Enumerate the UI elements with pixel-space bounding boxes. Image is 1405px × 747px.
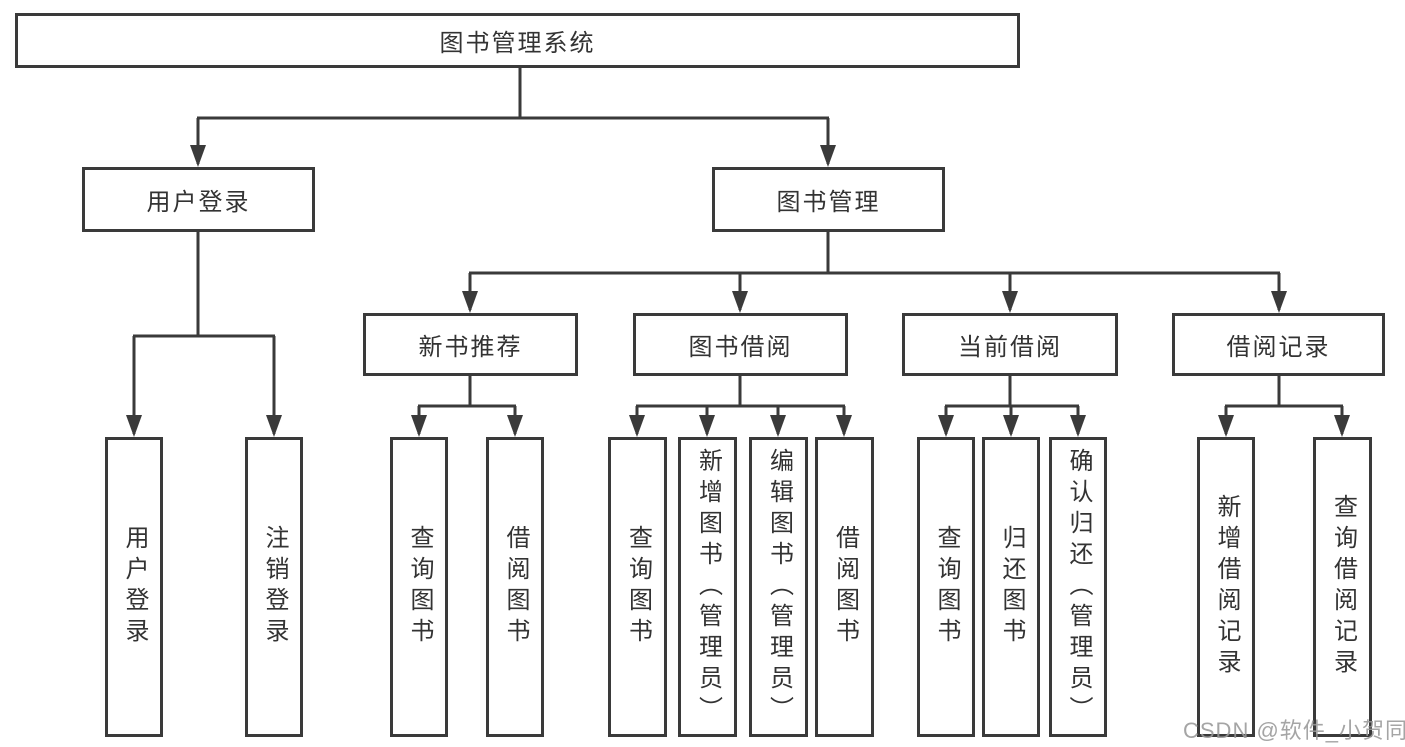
- leaf-borrow-add-admin: 新增图书（管理员）: [678, 437, 737, 737]
- leaf-current-confirm-admin: 确认归还（管理员）: [1049, 437, 1107, 737]
- leaf-label: 新增借阅记录: [1213, 494, 1240, 680]
- node-root: 图书管理系统: [15, 13, 1020, 68]
- node-book-management: 图书管理: [712, 167, 945, 232]
- node-current-borrow: 当前借阅: [902, 313, 1118, 376]
- leaf-borrow-edit-admin: 编辑图书（管理员）: [749, 437, 808, 737]
- leaf-label: 查询图书: [933, 525, 960, 649]
- leaf-logout: 注销登录: [245, 437, 303, 737]
- leaf-label: 查询图书: [624, 525, 652, 649]
- leaf-records-query: 查询借阅记录: [1313, 437, 1372, 737]
- leaf-label: 查询图书: [406, 525, 433, 649]
- leaf-current-query: 查询图书: [917, 437, 975, 737]
- leaf-records-add: 新增借阅记录: [1197, 437, 1255, 737]
- leaf-newbook-borrow: 借阅图书: [486, 437, 544, 737]
- leaf-label: 用户登录: [121, 525, 148, 649]
- leaf-label: 借阅图书: [831, 525, 859, 649]
- leaf-label: 编辑图书（管理员）: [765, 447, 793, 727]
- leaf-label: 确认归还（管理员）: [1065, 447, 1092, 727]
- leaf-user-login: 用户登录: [105, 437, 163, 737]
- node-borrow-records: 借阅记录: [1172, 313, 1385, 376]
- leaf-newbook-query: 查询图书: [390, 437, 448, 737]
- leaf-label: 借阅图书: [502, 525, 529, 649]
- leaf-label: 查询借阅记录: [1329, 494, 1357, 680]
- csdn-watermark: CSDN @软件_小贺同学: [1183, 718, 1405, 743]
- leaf-label: 新增图书（管理员）: [694, 447, 722, 727]
- leaf-label: 注销登录: [261, 525, 288, 649]
- arrowheads: [126, 145, 1350, 437]
- node-user-login: 用户登录: [82, 167, 315, 232]
- leaf-borrow-borrow: 借阅图书: [815, 437, 874, 737]
- node-new-book-recommend: 新书推荐: [363, 313, 578, 376]
- leaf-current-return: 归还图书: [982, 437, 1040, 737]
- node-book-borrow: 图书借阅: [633, 313, 848, 376]
- leaf-label: 归还图书: [998, 525, 1025, 649]
- leaf-borrow-query: 查询图书: [608, 437, 667, 737]
